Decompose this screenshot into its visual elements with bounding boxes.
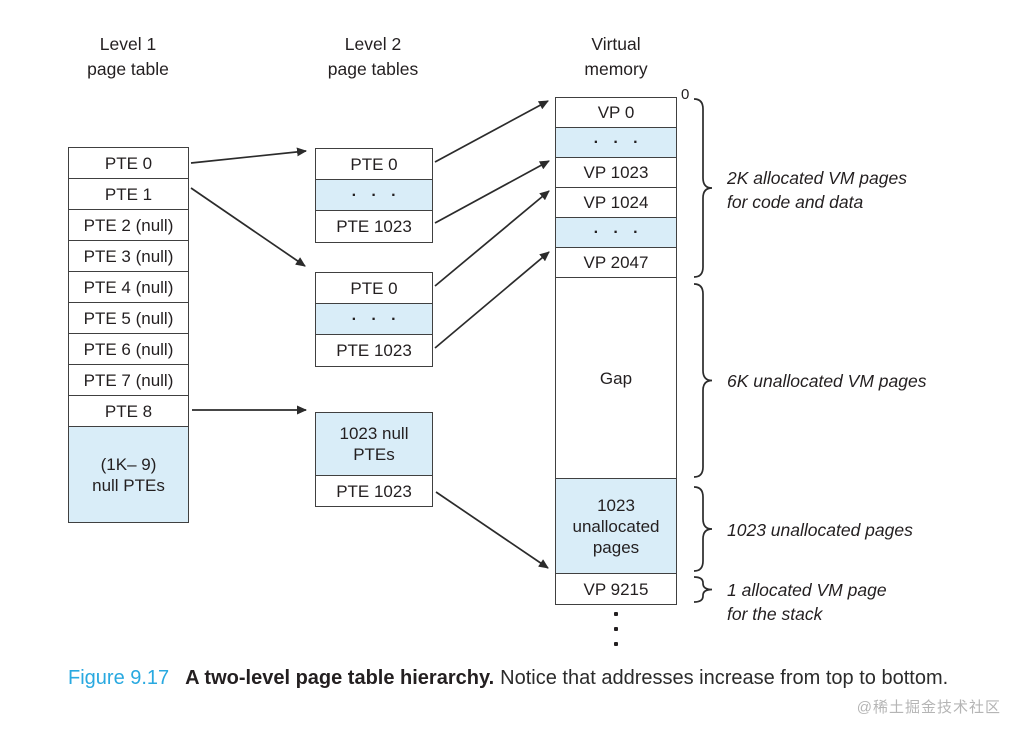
vertical-ellipsis-dot	[614, 612, 618, 616]
l2t3-row-pte1023: PTE 1023	[316, 476, 432, 506]
vm-unallocated-block: 1023 unallocated pages	[556, 479, 676, 574]
annotation-1-allocated-stack: 1 allocated VM page for the stack	[727, 580, 887, 624]
annotation-6k-unallocated: 6K unallocated VM pages	[727, 371, 927, 391]
vm-row-vp9215: VP 9215	[556, 574, 676, 604]
arrow-l2t2pte0-to-vp1024	[434, 190, 550, 287]
figure-caption: Figure 9.17 A two-level page table hierar…	[68, 663, 1008, 693]
vertical-ellipsis-dot	[614, 627, 618, 631]
figure-number: Figure 9.17	[68, 667, 170, 689]
level2-table-2: PTE 0 · · · PTE 1023	[315, 272, 433, 367]
l2t1-row-pte1023: PTE 1023	[316, 211, 432, 242]
arrow-l2t3pte1023-to-vp9215	[435, 491, 549, 569]
annotation-1023-unallocated: 1023 unallocated pages	[727, 520, 913, 540]
watermark: @稀土掘金技术社区	[856, 699, 1001, 716]
vm-row-vp1024: VP 1024	[556, 188, 676, 218]
l1-row-pte2: PTE 2 (null)	[69, 210, 188, 241]
l2t3-null-ptes-block: 1023 null PTEs	[316, 413, 432, 476]
brace-6k-unallocated	[693, 283, 713, 478]
brace-1-allocated-stack	[693, 576, 713, 603]
l1-row-pte1: PTE 1	[69, 179, 188, 210]
address-zero-label: 0	[681, 86, 690, 103]
arrow-l2t1pte1023-to-vp1023	[434, 160, 550, 224]
brace-2k-allocated	[693, 98, 713, 278]
l1-row-pte3: PTE 3 (null)	[69, 241, 188, 272]
caption-title: A two-level page table hierarchy.	[185, 667, 495, 689]
vm-row-vp0: VP 0	[556, 98, 676, 128]
l2t1-ellipsis-row: · · ·	[316, 180, 432, 211]
vm-row-vp1023: VP 1023	[556, 158, 676, 188]
arrow-l2t1pte0-to-vp0	[434, 100, 549, 163]
vm-ellipsis-row-2: · · ·	[556, 218, 676, 248]
vm-ellipsis-row-1: · · ·	[556, 128, 676, 158]
annotation-2k-allocated: 2K allocated VM pages for code and data	[727, 168, 907, 212]
l1-row-pte8: PTE 8	[69, 396, 188, 427]
level1-page-table: PTE 0 PTE 1 PTE 2 (null) PTE 3 (null) PT…	[68, 147, 189, 523]
l1-row-pte5: PTE 5 (null)	[69, 303, 188, 334]
l1-row-pte7: PTE 7 (null)	[69, 365, 188, 396]
l2t2-row-pte1023: PTE 1023	[316, 335, 432, 366]
level2-table-3: 1023 null PTEs PTE 1023	[315, 412, 433, 507]
arrow-pte1-to-l2t2	[190, 187, 306, 267]
l2t2-ellipsis-row: · · ·	[316, 304, 432, 335]
arrow-pte0-to-l2t1	[190, 147, 307, 164]
virtual-memory-column: VP 0 · · · VP 1023 VP 1024 · · · VP 2047…	[555, 97, 677, 605]
level1-header: Level 1 page table	[87, 34, 169, 79]
level2-table-1: PTE 0 · · · PTE 1023	[315, 148, 433, 243]
level2-header: Level 2 page tables	[327, 34, 419, 79]
vm-row-vp2047: VP 2047	[556, 248, 676, 278]
l2t2-row-pte0: PTE 0	[316, 273, 432, 304]
caption-text: Notice that addresses increase from top …	[500, 667, 949, 689]
l1-row-pte0: PTE 0	[69, 148, 188, 179]
l1-row-pte4: PTE 4 (null)	[69, 272, 188, 303]
vertical-ellipsis-dot	[614, 642, 618, 646]
l2t1-row-pte0: PTE 0	[316, 149, 432, 180]
arrow-l2t2pte1023-to-vp2047	[434, 251, 550, 349]
vm-gap-block: Gap	[556, 278, 676, 479]
brace-1023-unallocated	[693, 486, 713, 572]
l1-null-ptes-block: (1K– 9) null PTEs	[69, 427, 188, 522]
virtual-memory-header: Virtual memory	[584, 34, 648, 79]
l1-row-pte6: PTE 6 (null)	[69, 334, 188, 365]
